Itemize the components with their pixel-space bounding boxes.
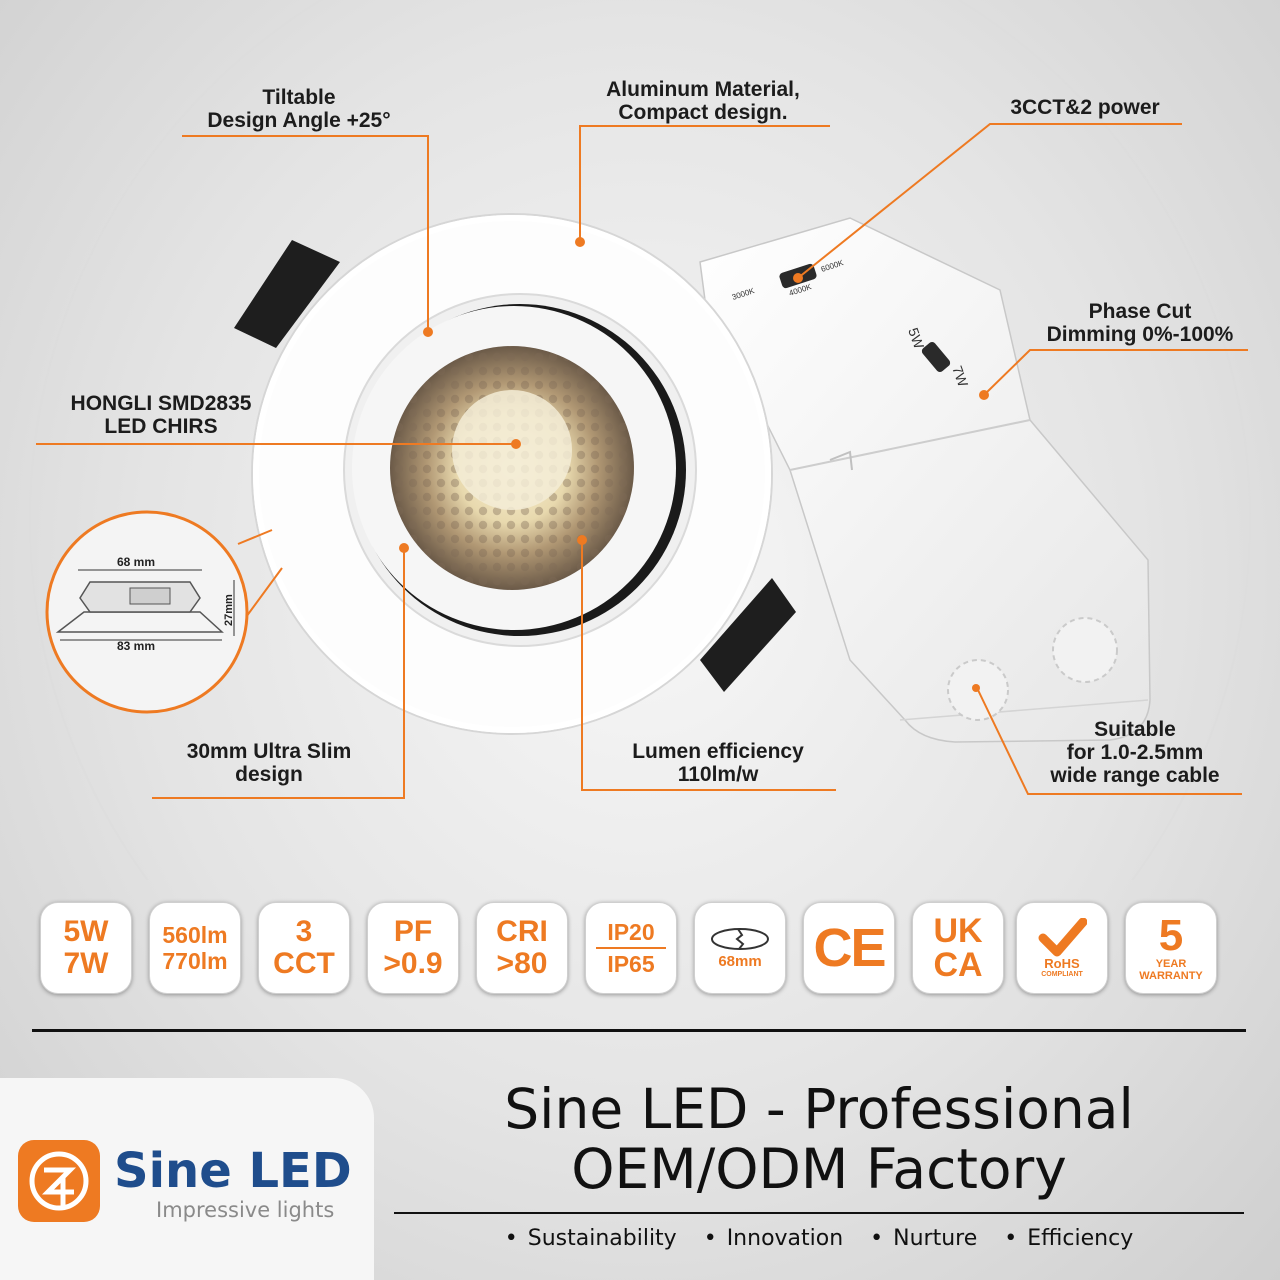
badge-lumen: 560lm 770lm: [149, 902, 241, 994]
value-item: Innovation: [704, 1226, 843, 1251]
value-item: Efficiency: [1004, 1226, 1133, 1251]
product-illustration: 3000K 4000K 6000K 5W 7W: [29, 0, 1251, 880]
callout-ultra-slim: 30mm Ultra Slim design: [186, 740, 352, 786]
brand-name: Sine LED: [114, 1143, 352, 1199]
downlight: [251, 213, 773, 735]
badge-ip-divider: [596, 947, 666, 949]
dimension-top: 68 mm: [117, 555, 155, 569]
badge-cutout: 68mm: [694, 902, 786, 994]
checkmark-icon: [1038, 917, 1087, 956]
cutout-icon: [711, 928, 769, 950]
callout-cable: Suitable for 1.0-2.5mm wide range cable: [1050, 718, 1220, 787]
value-item: Sustainability: [505, 1226, 677, 1251]
badge-rohs: RoHS COMPLIANT: [1016, 902, 1108, 994]
callout-aluminum: Aluminum Material, Compact design.: [606, 78, 800, 124]
dimension-bottom: 83 mm: [117, 639, 155, 653]
callout-tiltable: Tiltable Design Angle +25°: [207, 86, 391, 132]
headline-underline: [394, 1212, 1244, 1214]
badge-cri: CRI >80: [476, 902, 568, 994]
callout-chips: HONGLI SMD2835 LED CHIRS: [70, 392, 252, 438]
brand-tagline: Impressive lights: [156, 1198, 335, 1222]
power-label-7w: 7W: [949, 364, 971, 390]
badge-ce: CE: [803, 902, 895, 994]
driver-box: 3000K 4000K 6000K 5W 7W: [699, 217, 1151, 743]
badge-ukca: UK CA: [912, 902, 1004, 994]
brand-panel: Sine LED Impressive lights: [0, 1078, 374, 1280]
badge-cct: 3 CCT: [258, 902, 350, 994]
section-divider: [32, 1029, 1246, 1032]
brand-logo-icon: [18, 1140, 100, 1222]
spring-clip-right: [700, 578, 796, 692]
badge-pf: PF >0.9: [367, 902, 459, 994]
power-label-5w: 5W: [905, 326, 927, 352]
badge-warranty: 5 YEAR WARRANTY: [1125, 902, 1217, 994]
values-list: Sustainability Innovation Nurture Effici…: [394, 1226, 1244, 1251]
headline-line-2: OEM/ODM Factory: [571, 1137, 1067, 1201]
badge-ip: IP20 IP65: [585, 902, 677, 994]
dimension-inset: [45, 510, 249, 714]
dimension-height: 27mm: [223, 594, 235, 626]
callout-lumen: Lumen efficiency 110lm/w: [632, 740, 804, 786]
badge-power: 5W 7W: [40, 902, 132, 994]
callout-cct-power: 3CCT&2 power: [1010, 96, 1160, 119]
callout-phase-cut: Phase Cut Dimming 0%-100%: [1046, 300, 1234, 346]
value-item: Nurture: [870, 1226, 977, 1251]
headline-line-1: Sine LED - Professional: [504, 1077, 1134, 1141]
spring-clip-left: [234, 240, 340, 348]
